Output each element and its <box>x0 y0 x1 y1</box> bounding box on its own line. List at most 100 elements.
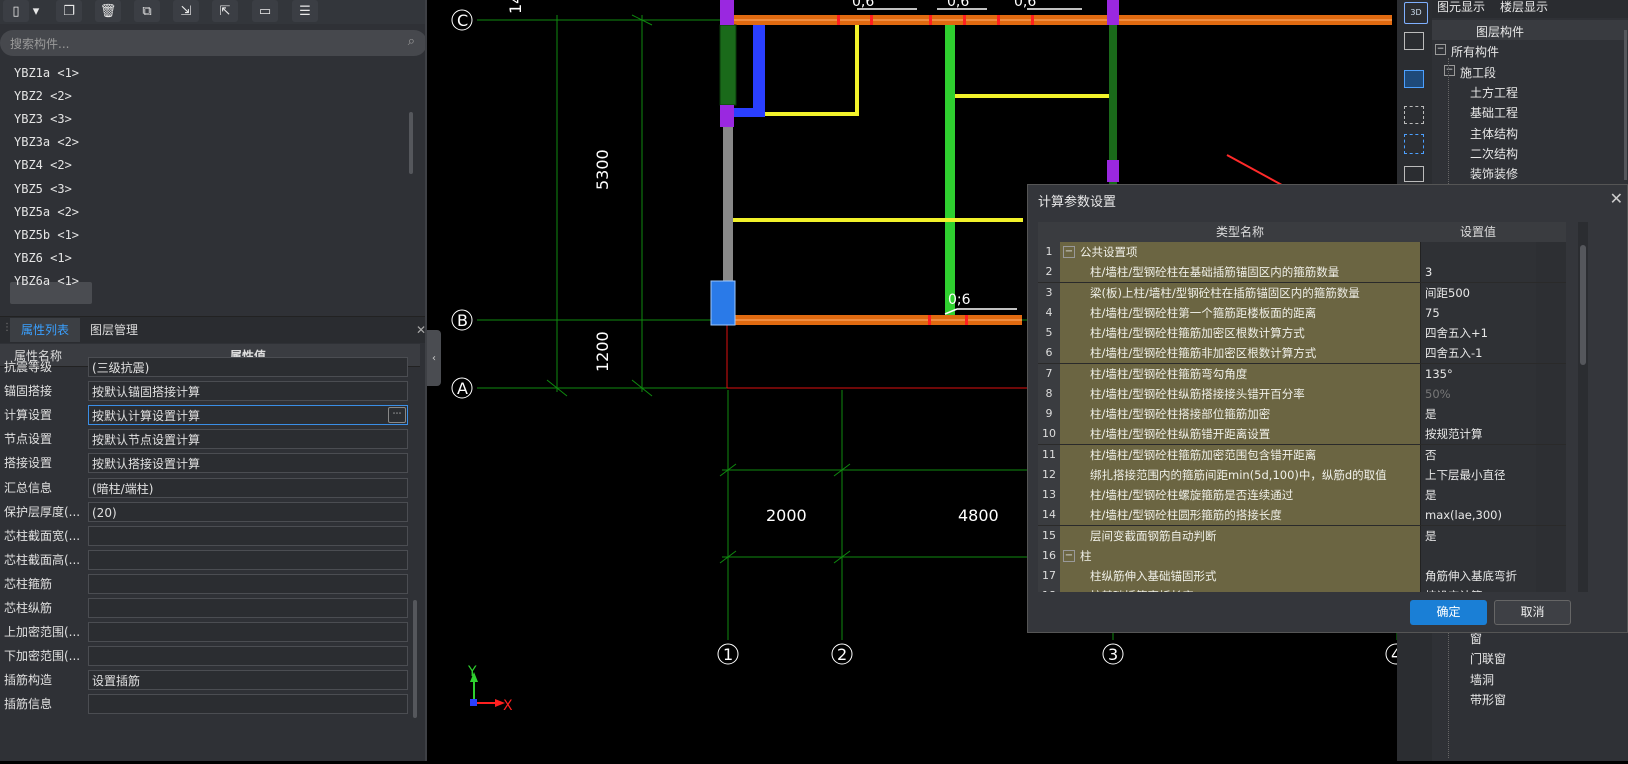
table-row[interactable]: 16−柱 <box>1038 545 1566 567</box>
property-value-field[interactable] <box>88 622 408 643</box>
tree-item[interactable]: 门联窗 <box>1470 652 1507 667</box>
setting-value[interactable]: 按设定计算 <box>1420 586 1536 592</box>
list-item[interactable]: YBZ6a <1> <box>14 273 80 288</box>
tree-item[interactable]: 基础工程 <box>1470 106 1519 121</box>
tree-item[interactable]: 墙洞 <box>1470 672 1495 687</box>
setting-value[interactable] <box>1420 545 1536 566</box>
ok-button[interactable]: 确定 <box>1410 600 1487 625</box>
list-icon[interactable]: ☰ <box>292 0 318 22</box>
property-value-field[interactable] <box>88 573 408 594</box>
window-icon[interactable]: ▭ <box>252 0 278 22</box>
grid-scrollbar[interactable] <box>1578 222 1588 592</box>
import-icon[interactable]: ⇱ <box>212 0 238 22</box>
tree-item[interactable]: 装饰装修 <box>1470 167 1519 182</box>
list-item[interactable]: YBZ5 <3> <box>14 181 72 196</box>
cad-canvas[interactable]: C B A 1 2 3 4 2000 4800 5300 1200 14 0,6… <box>427 0 1420 761</box>
search-input[interactable]: 搜索构件... ⌕ <box>0 30 427 56</box>
tree-item[interactable]: 二次结构 <box>1470 146 1519 161</box>
setting-value[interactable]: max(lae,300) <box>1420 505 1536 526</box>
list-item[interactable]: YBZ5a <2> <box>14 204 80 219</box>
property-value-field[interactable]: (20) <box>88 501 408 522</box>
selected-column[interactable] <box>710 280 736 326</box>
property-value-field[interactable]: 按默认搭接设置计算 <box>88 453 408 474</box>
cube-icon[interactable] <box>1404 32 1424 50</box>
property-value-field[interactable] <box>88 646 408 667</box>
setting-value[interactable]: 间距500 <box>1420 282 1536 303</box>
setting-value[interactable]: 否 <box>1420 444 1536 465</box>
tree-item[interactable]: 主体结构 <box>1470 126 1519 141</box>
layer-copy-icon[interactable]: ⧉ <box>134 0 160 22</box>
setting-value[interactable]: 上下层最小直径 <box>1420 464 1536 485</box>
list-item[interactable]: YBZ6 <1> <box>14 250 72 265</box>
dropdown-icon[interactable]: ▾ <box>32 3 40 19</box>
splitter[interactable] <box>425 0 427 761</box>
tree-item[interactable]: 带形窗 <box>1470 692 1507 707</box>
setting-value[interactable]: 是 <box>1420 404 1536 424</box>
tree-seg[interactable]: 施工段 <box>1460 66 1497 80</box>
close-icon[interactable]: ✕ <box>1609 189 1623 208</box>
collapse-icon[interactable]: − <box>1063 246 1075 258</box>
setting-value[interactable]: 角筋伸入基底弯折 <box>1420 566 1536 586</box>
list-view-icon[interactable] <box>1404 166 1424 182</box>
property-value-field[interactable] <box>88 598 408 618</box>
grid-scroll-thumb[interactable] <box>1580 245 1586 365</box>
cancel-button[interactable]: 取消 <box>1494 600 1571 625</box>
property-value-field[interactable]: 按默认计算设置计算 <box>88 405 408 426</box>
collapse-icon[interactable]: − <box>1435 44 1446 55</box>
tree-item[interactable]: 窗 <box>1470 632 1483 646</box>
setting-value[interactable]: 是 <box>1420 485 1536 505</box>
box-select-icon[interactable] <box>1404 134 1424 154</box>
tree-item[interactable]: 土方工程 <box>1470 86 1519 100</box>
tree-root[interactable]: 所有构件 <box>1451 45 1500 59</box>
property-value-field[interactable]: 设置插筋 <box>88 670 408 691</box>
3d-view-icon[interactable]: 3D <box>1404 2 1428 24</box>
setting-value[interactable]: 是 <box>1420 525 1536 546</box>
property-value-field[interactable] <box>88 549 408 570</box>
setting-value[interactable]: 按规范计算 <box>1420 424 1536 445</box>
setting-value[interactable]: 135° <box>1420 363 1536 384</box>
property-value-field[interactable] <box>88 525 408 546</box>
drag-handle-icon[interactable]: ⋮ <box>2 322 12 333</box>
property-value-field[interactable]: (暗柱/端柱) <box>88 477 408 498</box>
tab-layers[interactable]: 图层管理 <box>90 323 139 337</box>
table-row[interactable]: 18柱基础插筋弯折长度按设定计算 <box>1038 586 1566 592</box>
component-list-scrollbar[interactable] <box>409 112 413 174</box>
tab-floor-display[interactable]: 楼层显示 <box>1500 0 1549 14</box>
ellipsis-button[interactable]: ⋯ <box>388 407 406 424</box>
setting-value[interactable]: 四舍五入+1 <box>1420 323 1536 343</box>
tab-element-display[interactable]: 图元显示 <box>1437 0 1486 14</box>
search-icon[interactable]: ⌕ <box>407 34 415 49</box>
collapse-icon[interactable]: − <box>1444 65 1455 76</box>
copy-icon[interactable]: ❐ <box>56 0 82 22</box>
export-icon[interactable]: ⇲ <box>173 0 199 22</box>
tab-properties[interactable]: 属性列表 <box>10 318 80 342</box>
close-icon[interactable]: ✕ <box>416 323 427 337</box>
list-item[interactable]: YBZ4 <2> <box>14 158 72 173</box>
property-value-field[interactable]: 按默认节点设置计算 <box>88 429 408 450</box>
property-value-field[interactable] <box>88 694 408 715</box>
property-value-field[interactable]: (三级抗震) <box>88 357 408 377</box>
setting-value[interactable] <box>1420 242 1536 262</box>
setting-value[interactable]: 3 <box>1420 262 1536 283</box>
list-item[interactable]: YBZ1a <1> <box>14 66 80 80</box>
property-list-scrollbar[interactable] <box>413 600 417 718</box>
list-item[interactable]: YBZ3 <3> <box>14 112 72 127</box>
select-region-icon[interactable] <box>1404 106 1424 124</box>
table-row[interactable]: 1−公共设置项 <box>1038 242 1566 263</box>
list-item[interactable]: YBZ2 <2> <box>14 89 72 104</box>
